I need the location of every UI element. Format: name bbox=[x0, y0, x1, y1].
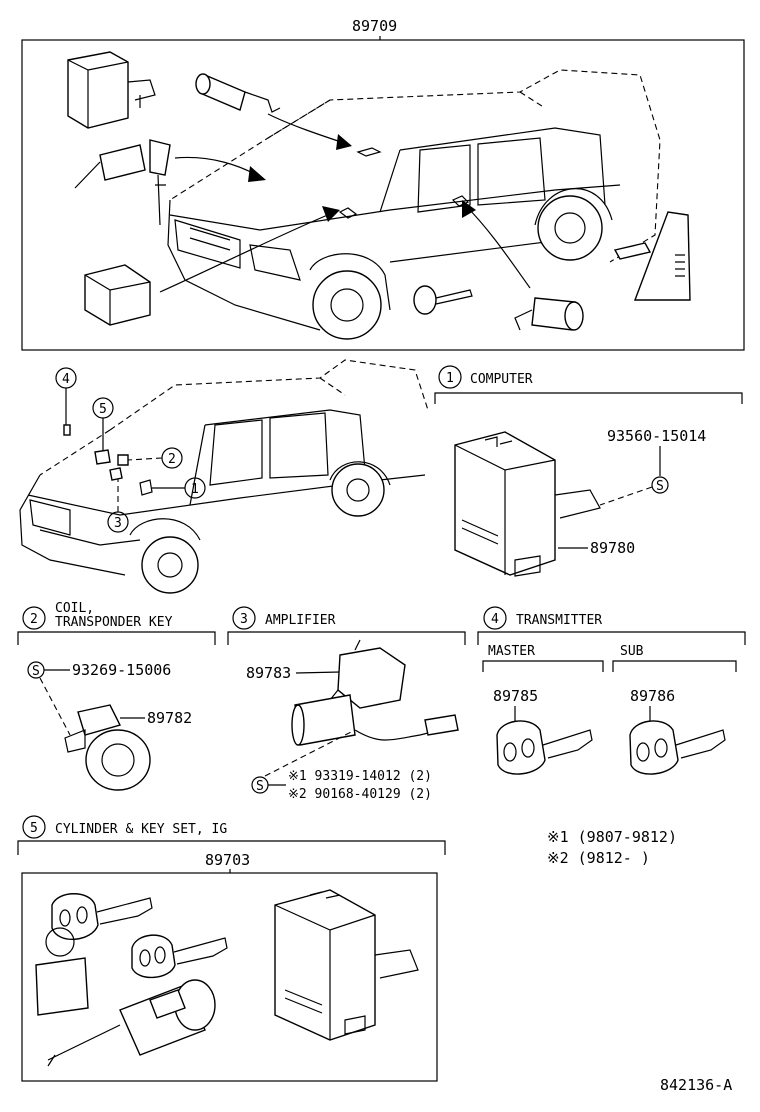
cylinder-set-part-number: 89703 bbox=[205, 851, 250, 869]
amplifier-part-top-number: 89783 bbox=[246, 664, 291, 682]
transponder-coil bbox=[64, 704, 151, 791]
svg-text:3: 3 bbox=[114, 516, 122, 531]
svg-text:2: 2 bbox=[30, 612, 38, 627]
master-key-part-number: 89785 bbox=[493, 687, 538, 705]
computer-unit bbox=[454, 431, 601, 577]
amplifier-unit bbox=[291, 639, 459, 746]
top-part-number: 89709 bbox=[352, 17, 397, 35]
locator-truck-drawing bbox=[19, 359, 429, 594]
callout-2: 2 bbox=[117, 447, 183, 469]
transmitter-sub-header: SUB bbox=[612, 644, 737, 672]
svg-text:COIL,: COIL, bbox=[55, 601, 94, 616]
sub-key-part-number: 89786 bbox=[630, 687, 675, 705]
top-computer-unit bbox=[67, 51, 156, 129]
callout-3: 3 bbox=[107, 467, 129, 533]
top-key-small bbox=[413, 285, 473, 315]
amplifier-screw-symbol: S bbox=[251, 776, 269, 794]
computer-screw-symbol: S bbox=[651, 476, 669, 494]
svg-text:MASTER: MASTER bbox=[488, 644, 535, 659]
master-key bbox=[496, 720, 593, 775]
svg-text:COMPUTER: COMPUTER bbox=[470, 372, 533, 387]
truck-overview-drawing bbox=[167, 69, 661, 340]
svg-text:CYLINDER & KEY SET, IG: CYLINDER & KEY SET, IG bbox=[55, 822, 227, 837]
svg-text:TRANSMITTER: TRANSMITTER bbox=[516, 613, 602, 628]
amplifier-screw-dashline bbox=[264, 729, 356, 777]
note-1: ※1 (9807-9812) bbox=[547, 828, 677, 846]
section-5-header: 5 CYLINDER & KEY SET, IG bbox=[17, 815, 446, 855]
computer-part-number: 89780 bbox=[590, 539, 635, 557]
top-transmitter-pad bbox=[613, 211, 691, 301]
svg-text:S: S bbox=[32, 664, 40, 679]
diagram-id: 842136-A bbox=[660, 1076, 732, 1094]
top-amplifier-unit bbox=[84, 264, 151, 326]
callout-1: 1 bbox=[152, 477, 206, 499]
svg-text:1: 1 bbox=[191, 482, 199, 497]
svg-text:SUB: SUB bbox=[620, 644, 644, 659]
top-frame bbox=[21, 39, 745, 351]
top-ignition-cylinder bbox=[74, 139, 171, 226]
coil-part-number: 89782 bbox=[147, 709, 192, 727]
section-3-header: 3 AMPLIFIER bbox=[227, 606, 466, 645]
svg-text:4: 4 bbox=[491, 612, 499, 627]
cylinder-set-frame bbox=[21, 872, 438, 1082]
coil-screw-number: 93269-15006 bbox=[72, 661, 171, 679]
svg-text:AMPLIFIER: AMPLIFIER bbox=[265, 613, 336, 628]
section-2-header: 2 COIL, TRANSPONDER KEY bbox=[17, 601, 216, 645]
amplifier-screw-line1: ※1 93319-14012 (2) bbox=[288, 769, 432, 784]
cylinder-set-computer-unit bbox=[274, 889, 419, 1041]
top-door-cylinder bbox=[195, 73, 281, 113]
amplifier-part-leader bbox=[295, 671, 341, 674]
svg-text:5: 5 bbox=[99, 402, 107, 417]
transmitter-master-header: MASTER bbox=[482, 644, 604, 672]
svg-text:1: 1 bbox=[446, 371, 454, 386]
coil-screw-symbol: S bbox=[27, 661, 45, 679]
svg-text:3: 3 bbox=[240, 612, 248, 627]
callout-5: 5 bbox=[92, 397, 114, 465]
computer-screw-dashline bbox=[599, 486, 653, 506]
section-1-header: 1 COMPUTER bbox=[434, 365, 743, 404]
cylinder-set-ignition-cylinder bbox=[47, 979, 216, 1067]
section-4-header: 4 TRANSMITTER bbox=[477, 606, 746, 645]
amplifier-screw-line2: ※2 90168-40129 (2) bbox=[288, 787, 432, 802]
svg-text:S: S bbox=[656, 479, 664, 494]
note-2: ※2 (9812- ) bbox=[547, 849, 650, 867]
svg-text:5: 5 bbox=[30, 821, 38, 836]
cylinder-set-key2 bbox=[131, 934, 228, 979]
top-rear-cylinder bbox=[514, 297, 584, 331]
coil-screw-dashline bbox=[39, 677, 71, 736]
svg-text:4: 4 bbox=[62, 372, 70, 387]
svg-text:2: 2 bbox=[168, 452, 176, 467]
svg-text:TRANSPONDER KEY: TRANSPONDER KEY bbox=[55, 615, 173, 630]
cylinder-set-key1 bbox=[35, 893, 153, 1016]
svg-text:S: S bbox=[256, 779, 264, 794]
sub-key bbox=[629, 720, 726, 775]
top-arrows bbox=[159, 113, 531, 293]
callout-4: 4 bbox=[55, 367, 77, 436]
computer-screw-number: 93560-15014 bbox=[607, 427, 706, 445]
